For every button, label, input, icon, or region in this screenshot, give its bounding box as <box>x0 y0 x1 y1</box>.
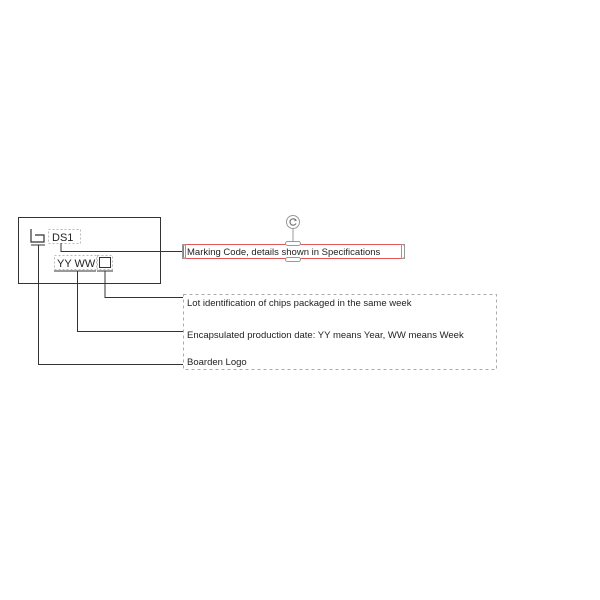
marking-code-label[interactable]: DS1 <box>48 229 81 245</box>
svg-text:YY WW: YY WW <box>57 258 96 270</box>
rotate-handle-icon[interactable] <box>286 215 300 229</box>
svg-text:DS1: DS1 <box>52 232 73 244</box>
callout-group-frame <box>183 294 497 370</box>
resize-handle-bottom[interactable] <box>285 257 301 262</box>
boarden-logo-icon[interactable] <box>30 229 45 246</box>
chip-outline <box>18 217 161 284</box>
date-callout[interactable]: Encapsulated production date: YY means Y… <box>187 330 464 341</box>
lot-callout[interactable]: Lot identification of chips packaged in … <box>187 298 412 309</box>
logo-callout[interactable]: Boarden Logo <box>187 357 247 368</box>
resize-handle-top[interactable] <box>285 241 301 246</box>
svg-text:Marking Code, details shown in: Marking Code, details shown in Specifica… <box>187 247 381 258</box>
leader-date <box>77 271 183 332</box>
leader-lot <box>104 271 183 298</box>
leader-marking-code <box>60 243 183 252</box>
leader-logo <box>38 245 183 365</box>
date-code-label[interactable]: YY WW <box>54 255 97 272</box>
marking-code-callout[interactable]: Marking Code, details shown in Specifica… <box>182 215 405 262</box>
lot-square-icon[interactable] <box>97 255 113 272</box>
